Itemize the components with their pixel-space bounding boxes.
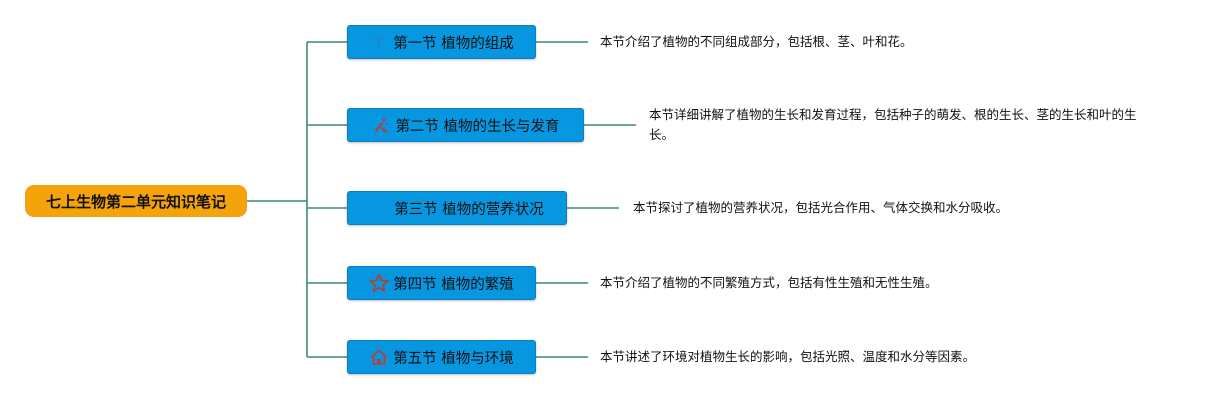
root-label: 七上生物第二单元知识笔记 — [45, 192, 226, 211]
section-node-3[interactable]: 第三节 植物的营养状况 — [347, 191, 567, 225]
section-title-1: 第一节 植物的组成 — [393, 35, 514, 52]
section-node-2[interactable]: 第二节 植物的生长与发育 — [347, 108, 584, 142]
sparkle-growth-icon — [371, 115, 391, 135]
section-title-3: 第三节 植物的营养状况 — [394, 201, 544, 218]
root-node[interactable]: 七上生物第二单元知识笔记 — [25, 185, 247, 217]
seedling-icon — [369, 32, 389, 52]
star-icon — [369, 273, 389, 293]
section-title-4: 第四节 植物的繁殖 — [393, 276, 514, 293]
section-node-1[interactable]: 第一节 植物的组成 — [347, 25, 536, 59]
section-description-1: 本节介绍了植物的不同组成部分，包括根、茎、叶和花。 — [600, 34, 913, 49]
section-description-5: 本节讲述了环境对植物生长的影响，包括光照、温度和水分等因素。 — [600, 349, 976, 364]
section-description-2: 本节详细讲解了植物的生长和发育过程，包括种子的萌发、根的生长、茎的生长和叶的生长… — [649, 107, 1137, 142]
section-title-5: 第五节 植物与环境 — [393, 350, 514, 367]
section-title-2: 第二节 植物的生长与发育 — [395, 118, 560, 135]
section-node-5[interactable]: 第五节 植物与环境 — [347, 340, 536, 374]
section-node-4[interactable]: 第四节 植物的繁殖 — [347, 266, 536, 300]
section-description-3: 本节探讨了植物的营养状况，包括光合作用、气体交换和水分吸收。 — [633, 200, 1009, 215]
house-icon — [369, 347, 389, 367]
blank-icon — [370, 198, 390, 218]
section-description-4: 本节介绍了植物的不同繁殖方式，包括有性生殖和无性生殖。 — [600, 275, 938, 290]
